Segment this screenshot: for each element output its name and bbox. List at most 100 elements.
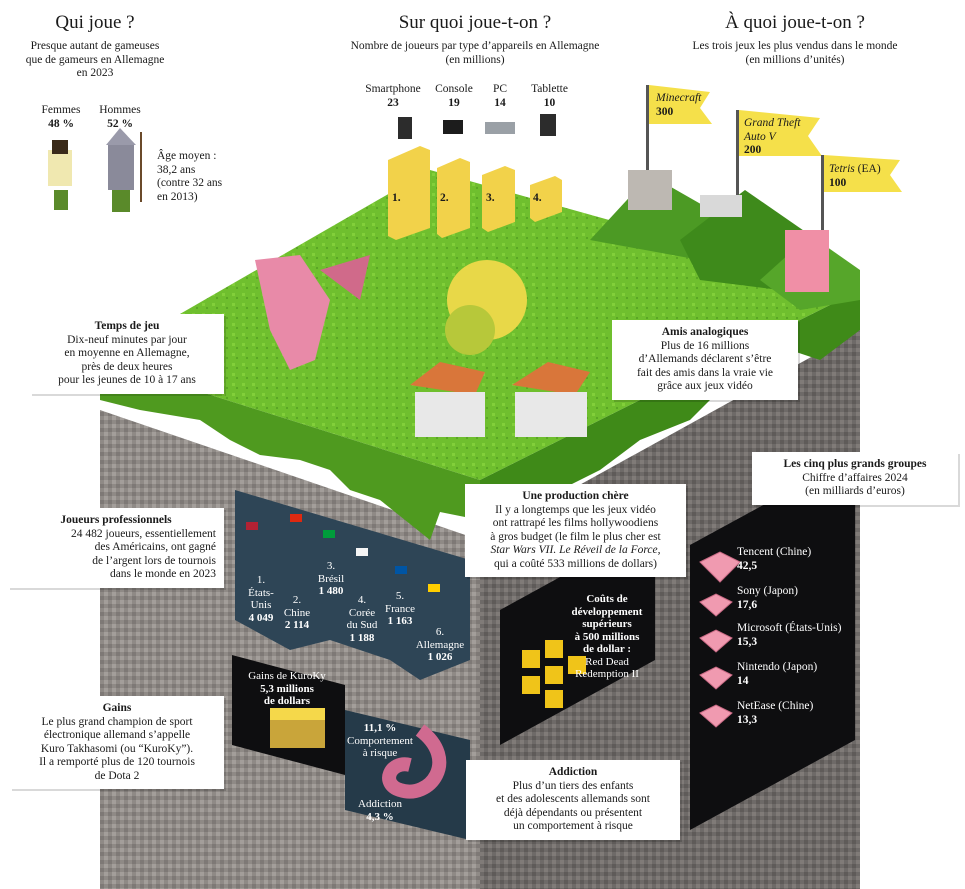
who-subtitle-line: en 2023 — [76, 67, 114, 79]
games-subtitle-line: (en millions d’unités) — [745, 53, 845, 66]
country-china: 2. Chine 2 114 — [276, 594, 318, 632]
device-value: 10 — [543, 96, 556, 109]
group-value: 14 — [737, 674, 749, 687]
dev-cost-line: de dollar : — [582, 643, 632, 655]
group-name: Tencent (Chine) — [737, 546, 812, 558]
country-germany: 6. Allemagne 1 026 — [414, 626, 466, 664]
women-value: 48 % — [48, 117, 74, 130]
games-title: À quoi joue-t-on ? — [725, 12, 865, 33]
playtime-line: Dix-neuf minutes par jour — [67, 333, 187, 346]
device-value: 14 — [494, 96, 506, 109]
addiction-title: Addiction — [548, 766, 598, 778]
games-subtitle-line: Les trois jeux les plus vendus dans le m… — [692, 40, 898, 52]
country-rank: 5. — [395, 590, 405, 602]
device-console: Console 19 — [428, 83, 480, 110]
friends-line: grâce aux jeux vidéo — [657, 380, 753, 392]
group-value: 15,3 — [737, 635, 758, 648]
kuroky-label: Gains de KuroKy — [248, 670, 326, 682]
group-item: NetEase (Chine) 13,3 — [737, 700, 857, 727]
device-name: PC — [492, 83, 508, 95]
country-us: 1. États-Unis 4 049 — [240, 574, 282, 624]
country-rank: 6. — [435, 626, 445, 638]
addiction-stat: Addiction 4,3 % — [350, 798, 410, 823]
country-france: 5. France 1 163 — [378, 590, 422, 628]
age-line: 38,2 ans — [157, 163, 196, 176]
game-value: 100 — [829, 176, 847, 189]
country-rank: 4. — [357, 594, 367, 606]
production-box: Une production chère Il y a longtemps qu… — [465, 484, 686, 577]
risk-label: à risque — [362, 747, 398, 759]
friends-title: Amis analogiques — [661, 326, 749, 338]
device-value: 19 — [448, 96, 460, 109]
addiction-line: Plus d’un tiers des enfants — [512, 779, 634, 792]
group-value: 13,3 — [737, 713, 758, 726]
country-rank: 2. — [292, 594, 302, 606]
women-label: Femmes — [41, 104, 81, 116]
device-name: Console — [435, 83, 473, 95]
age-line: (contre 32 ans — [157, 177, 223, 189]
game-value: 300 — [656, 105, 674, 118]
addiction-box: Addiction Plus d’un tiers des enfants et… — [466, 760, 680, 840]
device-rank: 4. — [533, 192, 542, 204]
age-line: en 2013) — [157, 190, 198, 203]
country-brazil: 3. Brésil 1 480 — [310, 560, 352, 598]
country-value: 4 049 — [248, 611, 274, 624]
dev-cost-line: supérieurs — [582, 618, 632, 630]
group-value: 17,6 — [737, 598, 758, 611]
addiction-label: Addiction — [358, 798, 402, 810]
gains-line: Le plus grand champion de sport — [41, 715, 193, 728]
men-stat: Hommes 52 % — [94, 104, 146, 131]
device-rank: 2. — [440, 192, 449, 204]
kuroky-earnings: Gains de KuroKy 5,3 millions de dollars — [232, 670, 342, 708]
pros-box: Joueurs professionnels 24 482 joueurs, e… — [8, 508, 224, 588]
group-name: Sony (Japon) — [737, 585, 799, 597]
group-item: Tencent (Chine) 42,5 — [737, 546, 857, 573]
devices-subtitle-line: Nombre de joueurs par type d’appareils e… — [350, 40, 600, 52]
country-value: 1 188 — [349, 631, 375, 644]
addiction-value: 4,3 % — [366, 810, 394, 823]
addiction-line: et des adolescents allemands sont — [496, 793, 650, 805]
country-value: 1 163 — [387, 615, 413, 627]
playtime-line: en moyenne en Allemagne, — [64, 347, 190, 359]
country-name: du Sud — [346, 619, 378, 631]
device-rank: 1. — [392, 192, 401, 204]
who-subtitle-line: que de gameurs en Allemagne — [25, 53, 165, 66]
device-value: 23 — [387, 96, 399, 109]
group-name: Microsoft (États-Unis) — [737, 622, 842, 634]
pros-line: des Américains, ont gagné — [94, 541, 216, 553]
men-label: Hommes — [99, 104, 141, 116]
country-value: 2 114 — [284, 619, 310, 631]
kuroky-value: de dollars — [263, 695, 311, 707]
device-tablette: Tablette 10 — [522, 83, 577, 110]
friends-line: Plus de 16 millions — [660, 339, 750, 352]
group-name: NetEase (Chine) — [737, 700, 814, 712]
country-rank: 3. — [326, 560, 336, 572]
devices-title: Sur quoi joue-t-on ? — [398, 12, 552, 33]
production-line: Il y a longtemps que les jeux vidéo — [495, 503, 656, 516]
friends-line: fait des amis dans la vraie vie — [636, 366, 774, 379]
device-rank: 3. — [486, 192, 495, 204]
group-name: Nintendo (Japon) — [737, 661, 818, 673]
addiction-line: un comportement à risque — [513, 820, 633, 832]
playtime-box: Temps de jeu Dix-neuf minutes par jour e… — [30, 314, 224, 394]
gains-line: Kuro Takhasomi (ou “KuroKy”). — [40, 742, 194, 755]
game-name: Tetris — [829, 163, 855, 175]
group-item: Nintendo (Japon) 14 — [737, 661, 857, 688]
country-name: Allemagne — [415, 638, 465, 651]
gains-line: de Dota 2 — [94, 769, 140, 782]
country-name: Brésil — [317, 572, 345, 585]
who-title: Qui joue ? — [55, 12, 135, 33]
devices-subtitle: Nombre de joueurs par type d’appareils e… — [300, 40, 650, 67]
games-subtitle: Les trois jeux les plus vendus dans le m… — [660, 40, 930, 67]
friends-line: d’Allemands déclarent s’être — [638, 353, 772, 365]
risk-value: 11,1 % — [363, 722, 397, 734]
game-flag-minecraft: Minecraft 300 — [656, 92, 716, 119]
country-name: Chine — [283, 606, 311, 619]
dev-cost-game: Red Dead — [585, 655, 629, 668]
risk-label: Comportement — [347, 734, 413, 747]
device-pc: PC 14 — [482, 83, 518, 110]
group-value: 42,5 — [737, 559, 758, 572]
game-value: 200 — [744, 144, 762, 156]
average-age: Âge moyen : 38,2 ans (contre 32 ans en 2… — [157, 150, 232, 204]
device-name: Smartphone — [365, 83, 421, 95]
